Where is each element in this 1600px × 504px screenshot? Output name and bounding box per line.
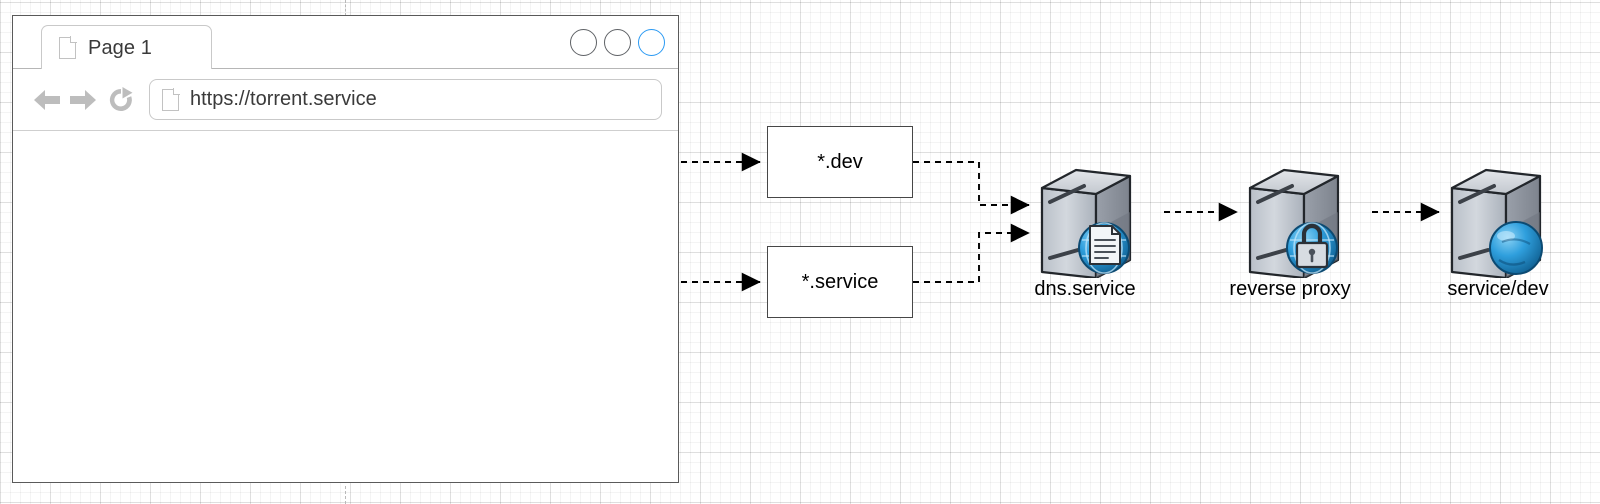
server-icon-service-dev[interactable] xyxy=(1444,160,1546,278)
server-label-reverse-proxy: reverse proxy xyxy=(1229,278,1351,300)
browser-window-shape[interactable]: Page 1 https://tor xyxy=(12,15,679,483)
browser-viewport xyxy=(13,131,678,482)
node-box-dev[interactable]: *.dev xyxy=(767,126,913,198)
address-bar[interactable]: https://torrent.service xyxy=(149,79,662,120)
server-icon-reverse-proxy[interactable] xyxy=(1242,160,1344,278)
browser-tab-bar: Page 1 xyxy=(13,16,678,70)
browser-tab[interactable]: Page 1 xyxy=(41,25,212,70)
arrow-left-icon[interactable] xyxy=(32,87,62,113)
lock-globe-icon xyxy=(1286,222,1338,274)
edge-service-to-dns xyxy=(913,223,1030,283)
node-box-service[interactable]: *.service xyxy=(767,246,913,318)
edge-dev-to-dns xyxy=(913,161,1030,215)
window-controls xyxy=(570,29,665,56)
document-globe-icon xyxy=(1078,222,1130,274)
server-icon-dns-service[interactable] xyxy=(1034,160,1136,278)
page-icon xyxy=(59,36,77,59)
browser-toolbar: https://torrent.service xyxy=(13,69,678,131)
server-label-service-dev: service/dev xyxy=(1447,278,1549,300)
page-break-marker-top xyxy=(345,0,346,16)
window-control-2-icon[interactable] xyxy=(604,29,631,56)
browser-tab-label: Page 1 xyxy=(88,36,152,59)
server-label-dns-service: dns.service xyxy=(1034,278,1136,300)
window-control-1-icon[interactable] xyxy=(570,29,597,56)
page-break-marker-bottom xyxy=(345,486,346,504)
page-icon xyxy=(162,87,180,111)
address-bar-value[interactable]: https://torrent.service xyxy=(190,88,377,110)
arrow-right-icon[interactable] xyxy=(68,87,98,113)
window-control-3-icon[interactable] xyxy=(638,29,665,56)
globe-icon xyxy=(1489,221,1543,275)
reload-icon[interactable] xyxy=(107,86,135,114)
